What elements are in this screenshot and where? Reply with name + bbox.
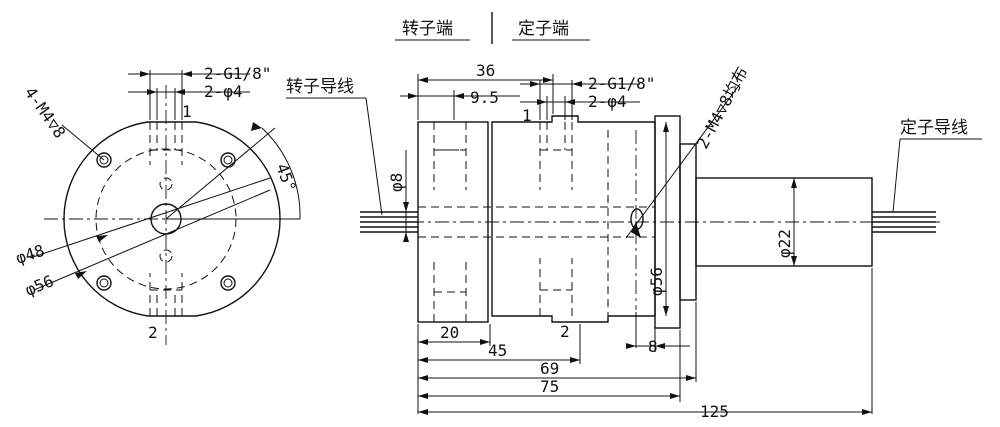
front-port-1-label: 1: [182, 102, 192, 121]
dia48-leader: [29, 177, 271, 259]
mount-thread-label: 4-M4▽8: [21, 83, 70, 141]
front-hidden-hole-bottom: [159, 249, 173, 263]
flange-thread-leader: [625, 83, 741, 239]
mount-hole: [220, 275, 236, 291]
stator-leads-leader: [892, 138, 901, 213]
rotor-leads-leader: [365, 97, 383, 216]
rotor-hidden-ports: [433, 122, 467, 322]
dia8-label: φ8: [387, 173, 406, 192]
front-body-outline: [63, 121, 281, 317]
stator-end-title: 定子端: [518, 19, 569, 39]
mount-hole-inner: [223, 155, 233, 165]
dia48-label: φ48: [13, 241, 46, 268]
rotor-end-title: 转子端: [402, 19, 453, 39]
front-port-hole-label: 2-φ4: [204, 82, 243, 101]
front-view: 1 2 2-G1/8" 2-φ4 4-M4▽8 45° φ48 φ56: [13, 64, 301, 345]
mount-hole: [96, 275, 112, 291]
header: 转子端 定子端: [395, 12, 590, 44]
dia56-label: φ56: [22, 271, 56, 299]
mount-hole-inner: [99, 278, 109, 288]
dim-8-label: 8: [648, 337, 658, 356]
side-port-2-label: 2: [560, 322, 570, 341]
front-port-thread-label: 2-G1/8": [204, 64, 271, 83]
dia56-side-label: φ56: [647, 267, 666, 296]
front-bottom-port: [149, 273, 183, 316]
mount-hole-inner: [99, 155, 109, 165]
front-hidden-hole-top: [159, 177, 173, 191]
dim-20-label: 20: [440, 323, 459, 342]
side-port-1-label: 1: [522, 106, 532, 125]
dim-45-label: 45: [488, 341, 507, 360]
mount-hole-inner: [223, 278, 233, 288]
dim-69-label: 69: [540, 359, 559, 378]
dia56-leader: [33, 189, 271, 291]
dim-75-label: 75: [540, 377, 559, 396]
front-top-port: [149, 122, 183, 165]
mount-hole: [220, 152, 236, 168]
stator-hidden-ports: [539, 122, 573, 316]
angle-ref-line: [165, 127, 276, 220]
mount-thread-leader: [61, 124, 105, 161]
dim-125-label: 125: [700, 402, 729, 421]
flange-thread-label: 2-M4▽8均布: [693, 64, 752, 152]
dia22-label: φ22: [775, 229, 794, 258]
side-view: 转子导线 定子导线: [286, 61, 982, 421]
side-port-thread-label: 2-G1/8": [588, 74, 655, 93]
rotor-wire-bundle: [360, 211, 418, 233]
dim-36-label: 36: [476, 61, 495, 80]
mount-hole: [96, 152, 112, 168]
side-port-hole-label: 2-φ4: [588, 92, 627, 111]
stator-leads-label: 定子导线: [900, 118, 968, 138]
angle-arc: [261, 127, 301, 220]
dim-9-5-label: 9.5: [470, 88, 499, 107]
rotor-leads-label: 转子导线: [286, 77, 354, 97]
front-port-2-label: 2: [148, 323, 158, 342]
